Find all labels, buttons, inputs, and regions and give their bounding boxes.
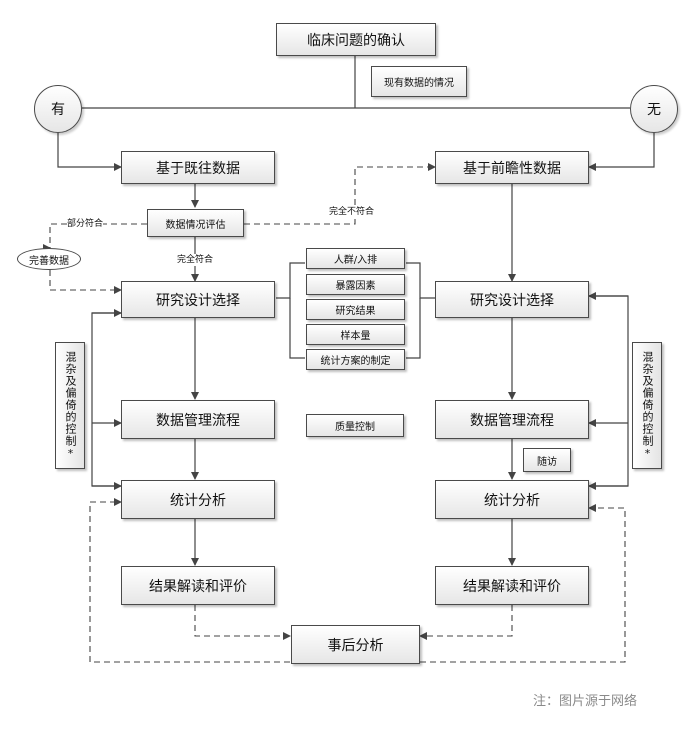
- left-confounder-control-box: 混杂及偏倚的控制*: [55, 342, 85, 469]
- right-confounder-control-box: 混杂及偏倚的控制*: [632, 342, 662, 469]
- existing-data-note-box: 现有数据的情况: [371, 66, 467, 97]
- right-design-box: 研究设计选择: [435, 281, 589, 318]
- prospective-data-box: 基于前瞻性数据: [435, 151, 589, 184]
- design-item-population: 人群/入排: [306, 248, 405, 269]
- left-results-label: 结果解读和评价: [149, 578, 247, 595]
- design-item-exposure: 暴露因素: [306, 274, 405, 295]
- design-item-stat-plan: 统计方案的制定: [306, 349, 405, 370]
- data-evaluation-box: 数据情况评估: [147, 209, 244, 237]
- clinical-question-box: 临床问题的确认: [276, 23, 436, 56]
- left-statistics-box: 统计分析: [121, 480, 275, 519]
- left-design-label: 研究设计选择: [156, 292, 240, 309]
- left-results-box: 结果解读和评价: [121, 566, 275, 605]
- yes-circle: 有: [34, 85, 82, 133]
- left-data-management-box: 数据管理流程: [121, 400, 275, 439]
- design-item-sample-size: 样本量: [306, 324, 405, 345]
- right-data-management-box: 数据管理流程: [435, 400, 589, 439]
- right-results-label: 结果解读和评价: [463, 578, 561, 595]
- clinical-question-label: 临床问题的确认: [307, 32, 405, 49]
- edge-label-complete: 完全符合: [177, 254, 214, 266]
- left-design-box: 研究设计选择: [121, 281, 275, 318]
- post-analysis-box: 事后分析: [291, 625, 420, 664]
- design-item-label: 人群/入排: [333, 255, 378, 266]
- followup-box: 随访: [523, 448, 571, 472]
- existing-data-note-label: 现有数据的情况: [384, 78, 454, 89]
- no-label: 无: [647, 102, 661, 118]
- yes-label: 有: [51, 102, 65, 118]
- edge-label-partial: 部分符合: [67, 218, 104, 230]
- left-statistics-label: 统计分析: [170, 492, 226, 509]
- right-results-box: 结果解读和评价: [435, 566, 589, 605]
- right-statistics-label: 统计分析: [484, 492, 540, 509]
- design-item-label: 研究结果: [335, 306, 376, 317]
- right-statistics-box: 统计分析: [435, 480, 589, 519]
- post-analysis-label: 事后分析: [327, 637, 384, 654]
- left-confounder-control-label: 混杂及偏倚的控制*: [64, 350, 77, 461]
- design-item-label: 统计方案的制定: [320, 356, 391, 367]
- perfect-data-label: 完善数据: [29, 255, 69, 267]
- right-confounder-control-label: 混杂及偏倚的控制*: [641, 350, 654, 461]
- retrospective-data-box: 基于既往数据: [121, 151, 275, 184]
- design-item-label: 暴露因素: [335, 281, 376, 292]
- right-data-management-label: 数据管理流程: [470, 412, 554, 429]
- quality-control-box: 质量控制: [306, 414, 404, 437]
- right-design-label: 研究设计选择: [470, 292, 554, 309]
- no-circle: 无: [630, 85, 678, 133]
- data-evaluation-label: 数据情况评估: [165, 219, 226, 231]
- perfect-data-ellipse: 完善数据: [17, 248, 81, 270]
- design-item-outcome: 研究结果: [306, 299, 405, 320]
- retrospective-data-label: 基于既往数据: [156, 160, 240, 177]
- left-data-management-label: 数据管理流程: [156, 412, 240, 429]
- prospective-data-label: 基于前瞻性数据: [463, 160, 561, 177]
- edge-label-not-match: 完全不符合: [329, 206, 375, 218]
- quality-control-label: 质量控制: [335, 422, 375, 433]
- followup-label: 随访: [537, 456, 557, 468]
- design-item-label: 样本量: [340, 331, 371, 342]
- source-note: 注：图片源于网络: [533, 694, 638, 709]
